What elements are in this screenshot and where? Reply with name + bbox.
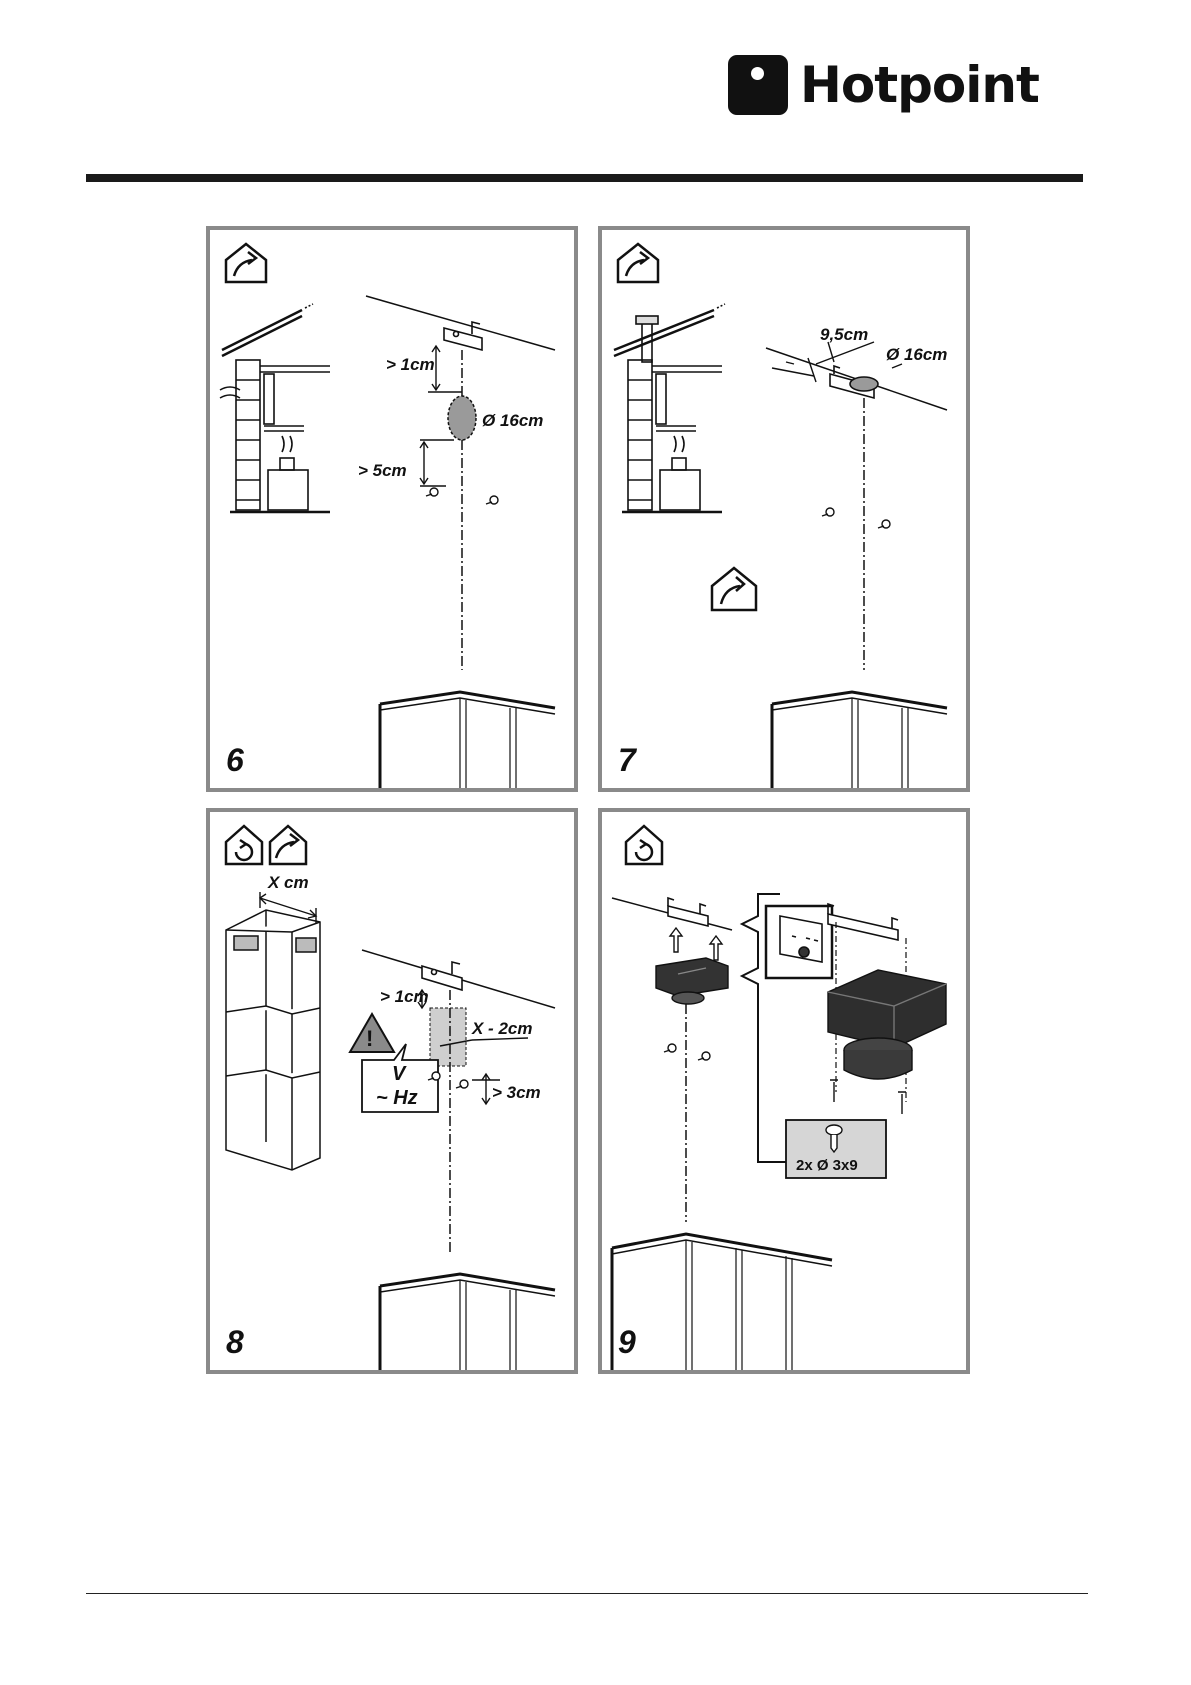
label-socket-width: X - 2cm	[471, 1019, 532, 1038]
step-9-illustration: 2x Ø 3x9	[602, 812, 966, 1370]
svg-text:!: !	[366, 1026, 373, 1051]
duct-hole	[448, 396, 476, 440]
up-arrows	[670, 928, 722, 960]
hood-top	[380, 1274, 555, 1370]
zoom-detail	[766, 906, 832, 978]
label-gap-top: > 1cm	[380, 987, 429, 1006]
screw-pair	[822, 508, 890, 528]
step-number: 8	[226, 1326, 244, 1358]
ceiling-bracket	[668, 898, 708, 926]
ducted-mode-icon	[618, 244, 658, 282]
hood-top	[612, 1234, 832, 1370]
step-number: 7	[618, 744, 636, 776]
socket-area	[430, 1008, 466, 1066]
recirculation-mode-icon	[226, 826, 262, 864]
label-offset: 9,5cm	[820, 325, 868, 344]
footer-rule	[86, 1593, 1088, 1594]
kitchen-wall-sketch	[614, 304, 725, 512]
label-hole-diameter: Ø 16cm	[482, 411, 543, 430]
warning-icon: !	[350, 1014, 394, 1052]
kitchen-wall-sketch	[220, 304, 330, 512]
hood-top	[772, 692, 947, 788]
label-frequency: ~ Hz	[376, 1087, 418, 1109]
ceiling-bracket-right	[828, 904, 898, 940]
label-voltage: V	[392, 1063, 407, 1085]
label-width: X cm	[267, 873, 309, 892]
step-number: 9	[618, 1326, 636, 1358]
chimney-sketch	[226, 910, 320, 1170]
step-panel-6: > 1cm Ø 16cm > 5cm 6	[206, 226, 578, 792]
ducted-mode-icon	[270, 826, 306, 864]
label-gap-bottom: > 5cm	[358, 461, 407, 480]
step-panel-8: X cm > 1cm X - 2cm ! V ~ Hz	[206, 808, 578, 1374]
label-screws: 2x Ø 3x9	[796, 1157, 858, 1174]
header-rule	[86, 174, 1083, 182]
duct-adapter	[656, 958, 728, 1004]
hotpoint-logo-icon	[728, 55, 788, 115]
hood-top	[380, 692, 555, 788]
label-gap-side: > 3cm	[492, 1083, 541, 1102]
brand-logo: Hotpoint	[728, 52, 1086, 118]
label-hole-diameter: Ø 16cm	[886, 345, 947, 364]
dimension-gap-bottom	[420, 440, 454, 486]
step-panel-7: 9,5cm Ø 16cm 7	[598, 226, 970, 792]
duct-adapter-large	[828, 970, 946, 1079]
screw-spec-box: 2x Ø 3x9	[786, 1120, 886, 1178]
voltage-frequency-box: V ~ Hz	[362, 1044, 438, 1112]
step-number: 6	[226, 744, 244, 776]
screw-pair-right	[830, 1080, 906, 1114]
step-6-illustration: > 1cm Ø 16cm > 5cm	[210, 230, 574, 788]
step-panel-9: 2x Ø 3x9 9	[598, 808, 970, 1374]
recirculation-mode-icon	[626, 826, 662, 864]
step-8-illustration: X cm > 1cm X - 2cm ! V ~ Hz	[210, 812, 574, 1370]
label-gap-top: > 1cm	[386, 355, 435, 374]
step-7-illustration: 9,5cm Ø 16cm	[602, 230, 966, 788]
screw-pair	[664, 1044, 710, 1060]
ducted-mode-icon-alt	[712, 568, 756, 610]
brand-name: Hotpoint	[800, 60, 1039, 110]
ducted-mode-icon	[226, 244, 266, 282]
ceiling-bracket	[366, 296, 555, 350]
